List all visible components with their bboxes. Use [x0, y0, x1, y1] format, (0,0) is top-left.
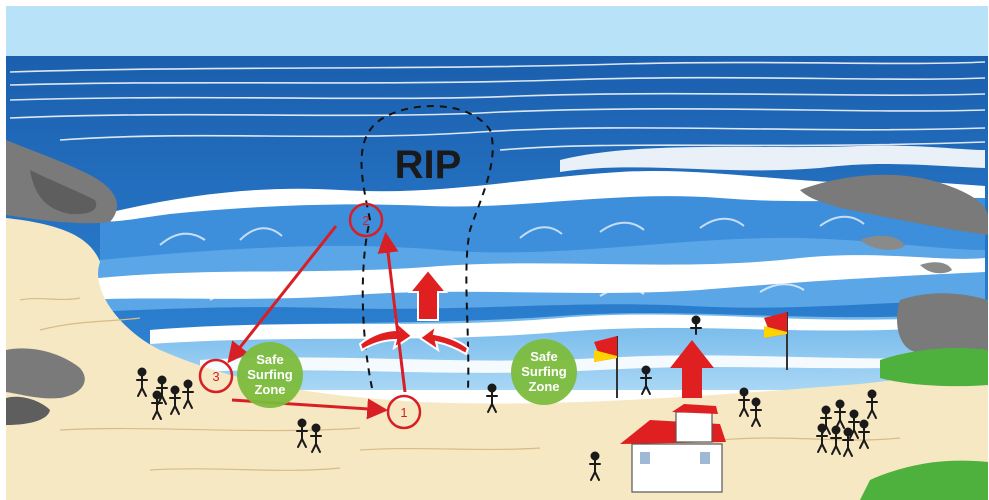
safe-zone-right-line1: Safe [530, 349, 557, 364]
safe-zone-left-line1: Safe [256, 352, 283, 367]
safe-zone-left: Safe Surfing Zone [237, 342, 303, 408]
step-1-number: 1 [400, 405, 407, 420]
step-3-number: 3 [212, 369, 219, 384]
safe-zone-right-line3: Zone [528, 379, 559, 394]
safe-zone-left-line3: Zone [254, 382, 285, 397]
safe-zone-left-line2: Surfing [247, 367, 293, 382]
rip-label: RIP [395, 143, 462, 187]
step-2-number: 2 [362, 213, 369, 228]
safe-zone-right-line2: Surfing [521, 364, 567, 379]
sky [6, 6, 988, 56]
safe-zone-right: Safe Surfing Zone [511, 339, 577, 405]
